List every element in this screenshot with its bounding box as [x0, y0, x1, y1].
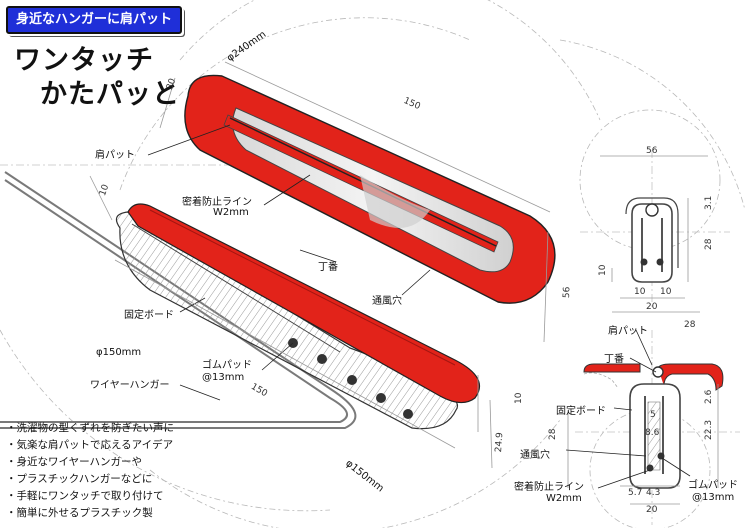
detail-leader-lines: [565, 329, 691, 489]
header-badge: 身近なハンガーに肩パット: [6, 6, 183, 34]
dim-5: 5: [650, 410, 656, 420]
detail-label-vent-hole: 通風穴: [520, 450, 550, 461]
dim-28-a: 28: [704, 238, 714, 250]
dim-10-a: 10: [598, 264, 608, 276]
feature-item: 洗濯物の型くずれを防ぎたい声に: [6, 420, 175, 437]
label-rubber-pad-size: @13mm: [202, 372, 245, 383]
label-seal-line: 密着防止ライン: [182, 197, 252, 208]
dim-3-1: 3.1: [704, 195, 714, 210]
dim-28-b: 28: [684, 320, 696, 330]
dim-4-3: 4.3: [646, 488, 661, 498]
fixed-board: [115, 211, 458, 430]
detail-dimension-lines: [567, 155, 719, 505]
detail-label-rubber-pad: ゴムパッド: [688, 480, 738, 491]
label-vent-hole: 通風穴: [372, 296, 402, 307]
clip-detail-top: [625, 197, 679, 283]
title-line-2: かたパッと: [40, 79, 180, 110]
dim-10-b: 10: [634, 287, 646, 297]
wire-hanger: [0, 171, 357, 429]
detail-label-fixed-board: 固定ボード: [556, 406, 606, 417]
leader-lines: [147, 124, 431, 401]
dim-22-3: 22.3: [704, 419, 714, 440]
dim-56-top: 56: [646, 146, 658, 156]
label-shoulder-pad: 肩パット: [95, 150, 135, 161]
dim-20-a: 20: [646, 302, 658, 312]
detail-label-rubber-pad-size: @13mm: [692, 492, 735, 503]
detail-label-hinge: 丁番: [604, 354, 624, 365]
dim-2-6: 2.6: [704, 389, 714, 404]
label-hinge: 丁番: [318, 262, 338, 273]
feature-item: 簡単に外せるプラスチック製: [6, 505, 174, 522]
dim-20-b: 20: [646, 505, 658, 515]
title-line-1: ワンタッチ: [14, 45, 154, 76]
clip-detail-bottom: [583, 363, 724, 489]
dim-28-c: 28: [548, 428, 558, 440]
dim-8-6: 8.6: [645, 428, 660, 438]
dim-24-9: 24.9: [494, 432, 506, 453]
dim-10-c: 10: [660, 287, 672, 297]
label-seal-line-width: W2mm: [213, 207, 249, 218]
feature-item: 手軽にワンタッチで取り付けて: [6, 488, 174, 505]
detail-label-seal-line-width: W2mm: [546, 493, 582, 504]
feature-list: 洗濯物の型くずれを防ぎたい声に 気楽な肩パットで応えるアイデア 身近なワイヤーハ…: [6, 420, 175, 522]
detail-label-shoulder-pad: 肩パット: [608, 326, 648, 337]
feature-item: プラスチックハンガーなどに: [6, 471, 174, 488]
dim-5-7: 5.7: [628, 488, 643, 498]
dim-56-mid: 56: [562, 286, 573, 299]
label-rubber-pad: ゴムパッド: [202, 360, 252, 371]
detail-label-seal-line: 密着防止ライン: [514, 482, 584, 493]
label-wire-hanger: ワイヤーハンガー: [90, 380, 170, 391]
dim-10-right: 10: [514, 392, 524, 404]
feature-item: 身近なワイヤーハンガーや: [6, 454, 174, 471]
label-fixed-board: 固定ボード: [124, 310, 174, 321]
upper-red-pad: [184, 74, 556, 304]
dimension-lines: [89, 61, 551, 469]
feature-item: 気楽な肩パットで応えるアイデア: [6, 437, 174, 454]
label-diameter-150: φ150mm: [96, 347, 142, 358]
